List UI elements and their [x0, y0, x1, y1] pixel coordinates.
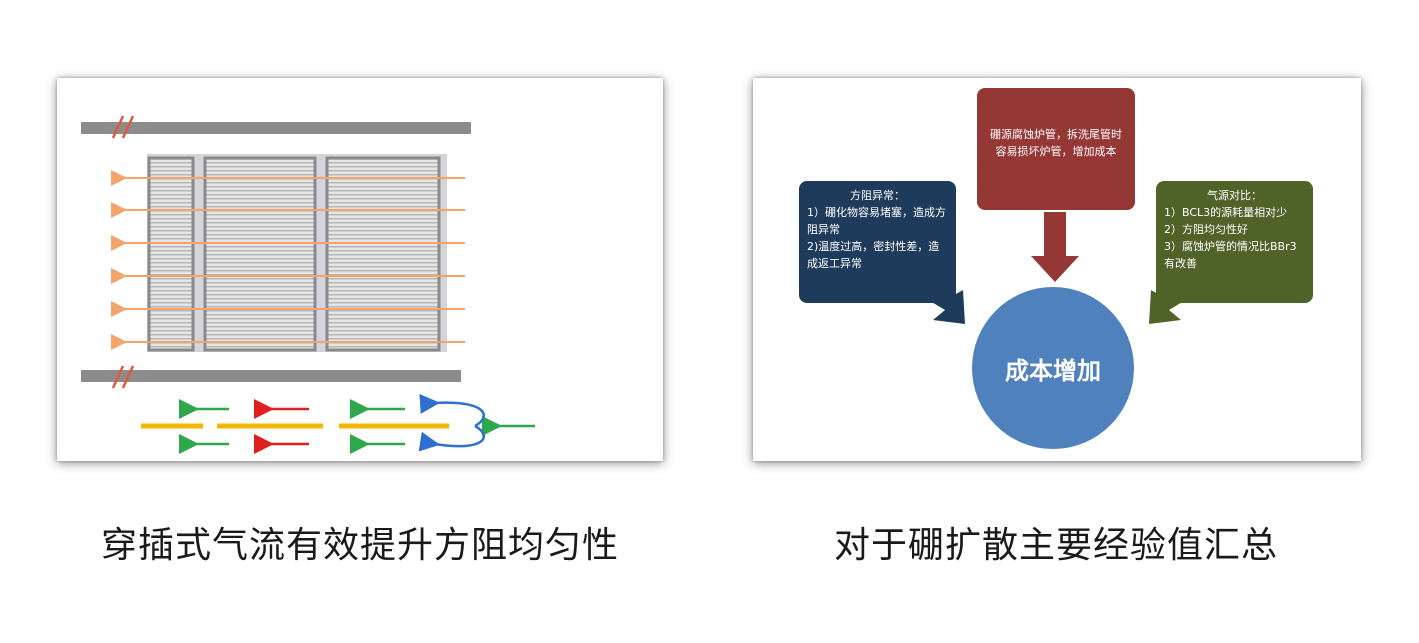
airflow-diagram [81, 115, 535, 454]
wafer-boat-frame [147, 156, 441, 352]
sheet-resistance-title: 方阻异常： [850, 189, 905, 202]
green-arrows [179, 399, 535, 454]
gas-source-item-2: 2）方阻均匀性好 [1164, 223, 1248, 236]
top-break-mark [111, 115, 135, 139]
gas-source-title: 气源对比： [1207, 189, 1262, 202]
cost-increase-circle: 成本增加 [972, 287, 1134, 449]
bottom-rail [81, 370, 461, 382]
red-arrows [254, 399, 309, 454]
corrosion-cost-text: 硼源腐蚀炉管，拆洗尾管时容易损坏炉管，增加成本 [990, 128, 1122, 158]
down-arrow-icon [1031, 212, 1079, 282]
gas-source-item-3: 3）腐蚀炉管的情况比BBr3有改善 [1164, 240, 1297, 270]
airflow-diagram-panel [57, 78, 663, 461]
gas-source-box: 气源对比： 1）BCL3的源耗量相对少 2）方阻均匀性好 3）腐蚀炉管的情况比B… [1156, 181, 1313, 303]
sheet-resistance-item-2: 2)温度过高，密封性差，造成返工异常 [807, 240, 940, 270]
sheet-resistance-item-1: 1）硼化物容易堵塞，造成方阻异常 [807, 206, 946, 236]
boron-summary-panel: 硼源腐蚀炉管，拆洗尾管时容易损坏炉管，增加成本 方阻异常： 1）硼化物容易堵塞，… [753, 78, 1361, 461]
sheet-resistance-box: 方阻异常： 1）硼化物容易堵塞，造成方阻异常 2)温度过高，密封性差，造成返工异… [799, 181, 956, 303]
top-rail [81, 122, 471, 134]
gas-flow-arrows [111, 170, 465, 350]
cost-increase-label: 成本增加 [1005, 356, 1101, 385]
bottom-break-mark [111, 365, 135, 389]
gas-source-item-1: 1）BCL3的源耗量相对少 [1164, 206, 1288, 219]
corrosion-cost-box: 硼源腐蚀炉管，拆洗尾管时容易损坏炉管，增加成本 [977, 88, 1135, 210]
left-caption: 穿插式气流有效提升方阻均匀性 [100, 525, 619, 566]
wafer-stacks [149, 160, 439, 350]
blue-curved-arrow [418, 393, 485, 452]
right-caption: 对于硼扩散主要经验值汇总 [833, 525, 1278, 566]
